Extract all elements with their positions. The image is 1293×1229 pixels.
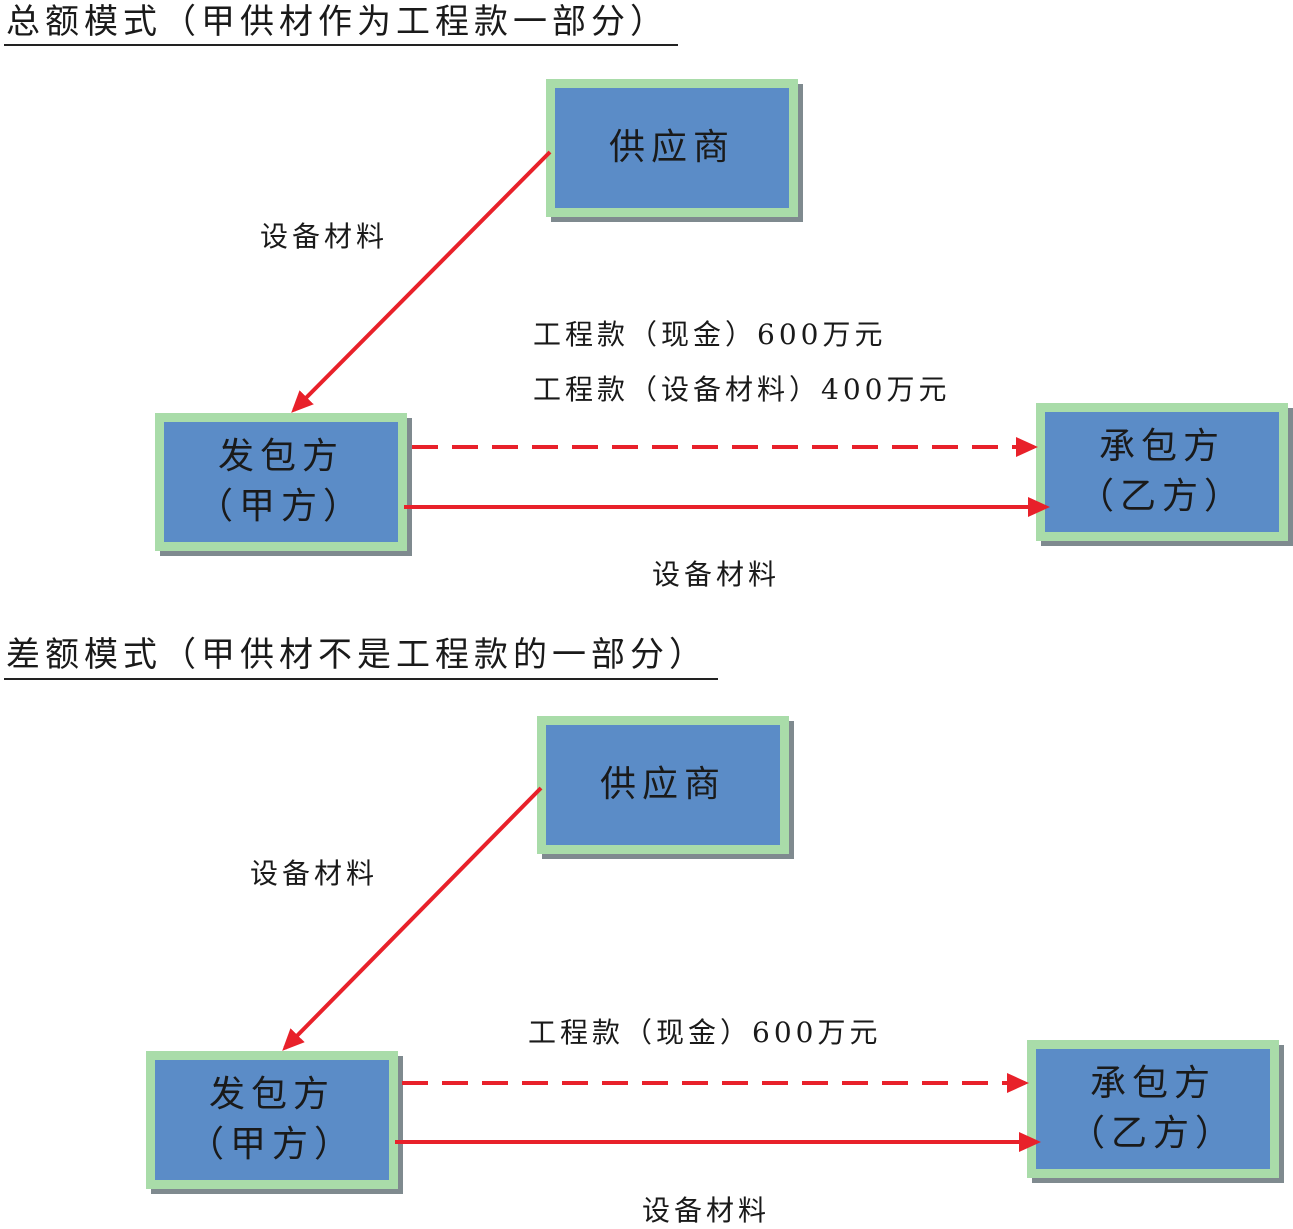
transfer-label: 设备材料 xyxy=(642,1194,771,1227)
supply-label: 设备材料 xyxy=(260,220,389,253)
payment-line-cash: 工程款（现金）600万元 xyxy=(533,318,887,351)
supplier-box: 供应商 xyxy=(537,716,789,854)
section-title-underline xyxy=(4,44,678,46)
supply-label: 设备材料 xyxy=(250,857,379,890)
payment-line-materials: 工程款（设备材料）400万元 xyxy=(533,373,951,406)
employer-label: 发包方 xyxy=(217,436,344,477)
contractor-box: 承包方 （乙方） xyxy=(1027,1040,1279,1178)
supplier-label: 供应商 xyxy=(608,127,735,168)
payment-line-cash: 工程款（现金）600万元 xyxy=(528,1016,882,1049)
supplier-label: 供应商 xyxy=(599,764,726,805)
supplier-box: 供应商 xyxy=(546,79,798,217)
supply-arrow xyxy=(282,786,543,1051)
supply-arrow xyxy=(291,150,552,413)
transfer-label: 设备材料 xyxy=(652,558,781,591)
section-title-total: 总额模式（甲供材作为工程款一部分） xyxy=(6,2,669,42)
contractor-sublabel: （乙方） xyxy=(1077,476,1246,517)
employer-box: 发包方 （甲方） xyxy=(155,413,407,551)
contractor-sublabel: （乙方） xyxy=(1068,1113,1237,1154)
section-title-difference: 差额模式（甲供材不是工程款的一部分） xyxy=(6,635,708,675)
employer-box: 发包方 （甲方） xyxy=(146,1051,398,1189)
section-title-underline xyxy=(4,678,718,680)
employer-sublabel: （甲方） xyxy=(187,1124,356,1165)
employer-sublabel: （甲方） xyxy=(196,486,365,527)
contractor-label: 承包方 xyxy=(1098,426,1225,467)
employer-label: 发包方 xyxy=(208,1074,335,1115)
contractor-label: 承包方 xyxy=(1089,1063,1216,1104)
contractor-box: 承包方 （乙方） xyxy=(1036,403,1288,541)
